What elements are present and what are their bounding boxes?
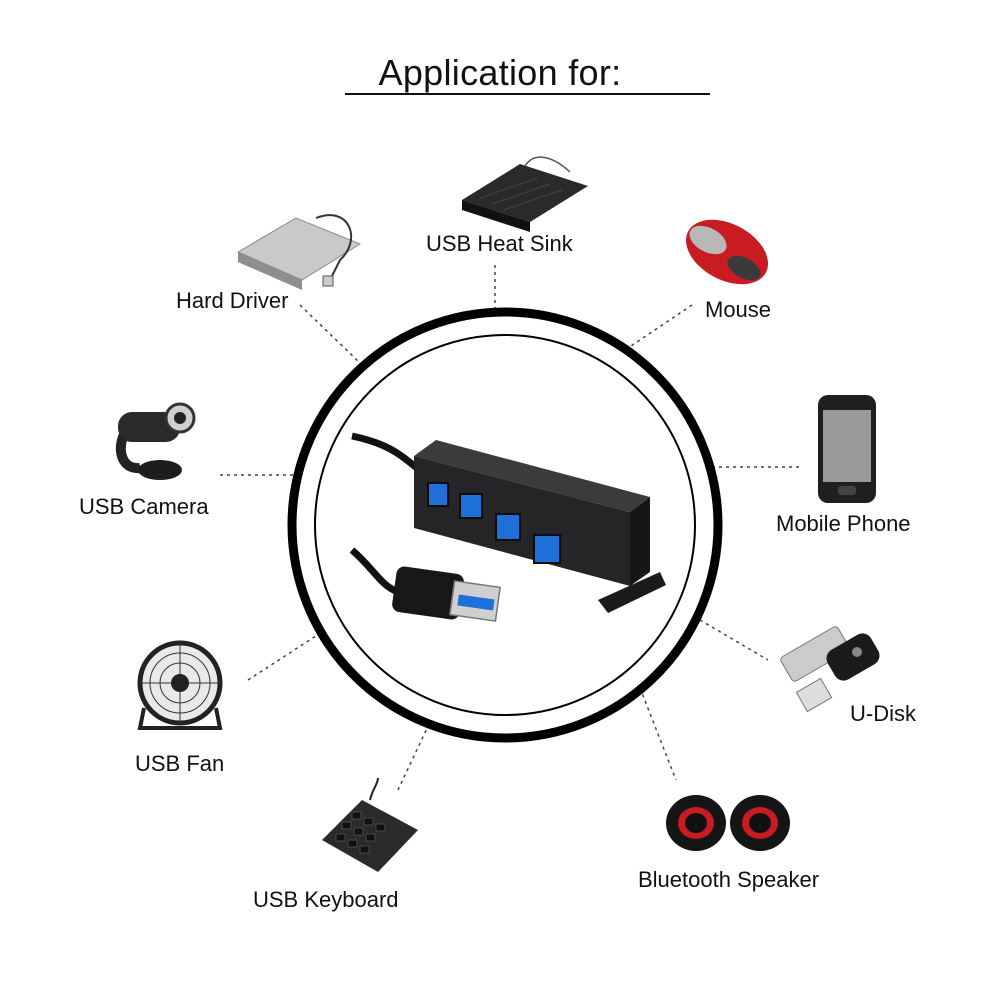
label-bluetooth-speaker: Bluetooth Speaker [638,867,820,892]
connector-lines [220,265,800,791]
label-usb-heat-sink: USB Heat Sink [426,231,573,256]
hub-cable [351,432,423,473]
page-title: Application for: [378,52,622,93]
connector-speaker [639,687,677,781]
hub-front [414,456,630,586]
fan-image [137,640,223,730]
label-usb-fan: USB Fan [135,751,225,776]
plug-body [392,566,464,620]
usb-port-3 [495,513,521,541]
hub-side [630,497,650,586]
label-u-disk: U-Disk [850,701,916,726]
connector-udisk [699,619,769,661]
outer-ring [287,307,723,743]
heat-sink-image [462,156,588,232]
label-mouse: Mouse [705,297,772,322]
usb-plug [392,566,501,622]
title-underline [345,93,710,95]
label-mobile-phone: Mobile Phone [776,511,911,536]
hub-stand [598,572,666,613]
keyboard-image [322,777,418,872]
camera-image [115,402,196,480]
phone-image [818,395,876,503]
hub-ports [427,482,561,564]
connector-hard-driver [299,304,363,366]
usb-hub-image [349,432,666,622]
label-hard-driver: Hard Driver [176,288,289,313]
label-usb-keyboard: USB Keyboard [253,887,399,912]
mouse-image [685,219,769,285]
speaker-image [666,795,790,851]
usb-port-1 [427,482,449,507]
label-usb-camera: USB Camera [79,494,209,519]
connector-mouse [627,304,693,349]
hub-top [414,440,650,512]
usb-port-2 [459,493,483,519]
udisk-image [780,626,880,713]
inner-ring [314,334,696,716]
plug-tongue [457,594,495,611]
usb-port-4 [533,534,561,564]
hard-driver-image [236,214,362,290]
connector-fan [247,631,323,681]
plug-cable [349,547,400,596]
connector-keyboard [397,721,431,791]
